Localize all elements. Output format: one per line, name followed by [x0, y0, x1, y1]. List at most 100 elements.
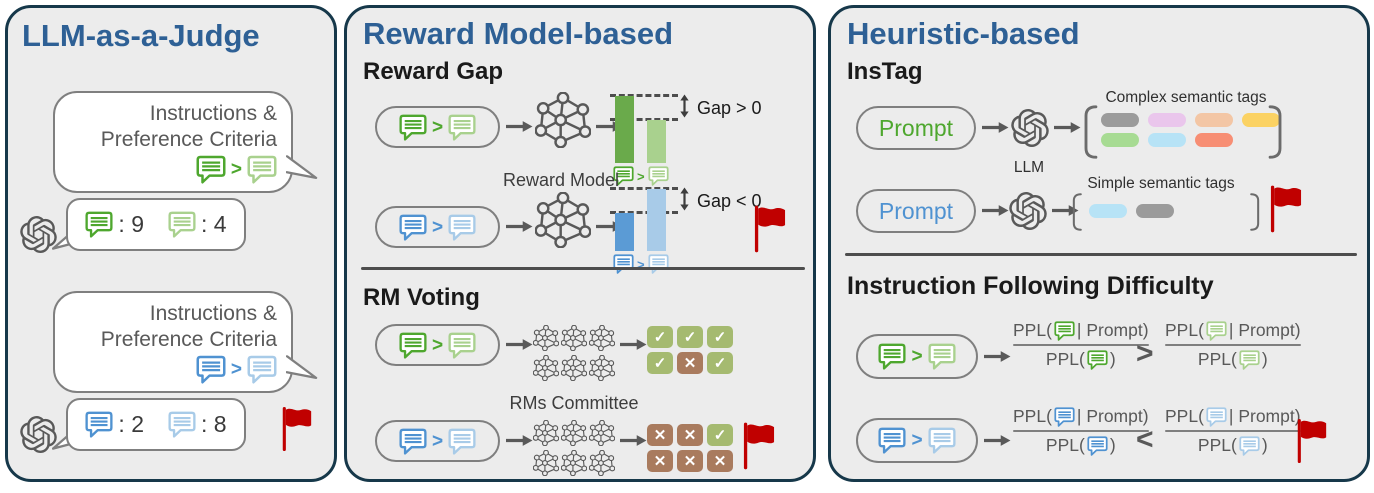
neural-network-icon: [561, 420, 587, 446]
ppl-fraction-chosen: PPL( | Prompt) PPL( ): [1013, 406, 1149, 456]
reward-bar-chosen: [615, 213, 634, 251]
fraction-bar: [1165, 344, 1301, 347]
instruction-text: Instructions & Preference Criteria: [101, 301, 277, 353]
gap-label-negative: Gap < 0: [697, 191, 762, 211]
panel-title: LLM-as-a-Judge: [22, 18, 260, 53]
greater-than-sign: >: [431, 116, 444, 138]
simple-tags-label: Simple semantic tags: [1087, 175, 1235, 192]
prompt-label: Prompt: [878, 114, 954, 141]
check-tile: ✓: [707, 326, 733, 348]
preference-pair-pill-blue: >: [856, 418, 978, 463]
red-flag-icon: [1295, 416, 1328, 466]
ppl-fraction-rejected: PPL( | Prompt) PPL( ): [1165, 406, 1301, 456]
simple-tag-row: [1089, 204, 1174, 218]
chat-icon: [648, 166, 669, 186]
fraction-bar: [1013, 344, 1149, 347]
gap-double-arrow-icon: [678, 94, 691, 118]
llm-label: LLM: [1013, 159, 1045, 176]
instruction-line-1: Instructions &: [149, 102, 277, 125]
chat-icon: [448, 428, 476, 455]
left-bracket-icon: [1071, 193, 1083, 231]
arrow-right-icon: [981, 121, 1009, 134]
arrow-right-icon: [1053, 121, 1081, 134]
prompt-label: Prompt: [878, 197, 954, 224]
red-flag-icon: [741, 420, 776, 472]
arrow-right-icon: [505, 434, 533, 447]
score-row: : 2 : 8: [68, 400, 244, 449]
panel-reward-model-based: Reward Model-based Reward Gap > Gap > 0 …: [344, 5, 816, 482]
chat-icon: [1206, 407, 1227, 427]
preference-pair-pill-green: >: [375, 324, 500, 366]
neural-network-icon: [561, 450, 587, 476]
score-chosen: : 9: [118, 211, 144, 237]
semantic-tag-gray: [1136, 204, 1174, 218]
chat-icon: [448, 114, 476, 141]
semantic-tag-salmon: [1195, 133, 1233, 147]
chat-icon: [399, 114, 427, 141]
ppl-fraction-chosen: PPL( | Prompt) PPL( ): [1013, 320, 1149, 370]
section-divider: [845, 253, 1357, 256]
chat-icon: [168, 211, 196, 238]
greater-than-sign: >: [637, 168, 645, 184]
instruction-text: Instructions & Preference Criteria: [101, 101, 277, 153]
dashed-level-line: [610, 94, 678, 97]
left-bracket-icon: [1083, 105, 1098, 159]
semantic-tag-lightblue: [1148, 133, 1186, 147]
panel-title: Reward Model-based: [363, 16, 674, 51]
dashed-level-line: [610, 211, 678, 214]
panel-heuristic-based: Heuristic-based InsTag Prompt Complex se…: [828, 5, 1370, 482]
chat-icon: [196, 155, 226, 184]
semantic-tag-gray: [1101, 113, 1139, 127]
gap-double-arrow-icon: [678, 187, 691, 211]
semantic-tag-lightblue: [1089, 204, 1127, 218]
neural-network-icon: [533, 325, 559, 351]
vote-row: ✓✓✓: [647, 326, 733, 348]
reward-bar-rejected: [647, 189, 666, 251]
greater-than-sign: >: [230, 359, 242, 380]
red-flag-icon: [280, 404, 313, 454]
fraction-denominator: PPL( ): [1197, 349, 1268, 370]
fraction-numerator: PPL( | Prompt): [1013, 406, 1149, 426]
red-flag-icon: [752, 203, 787, 255]
chat-icon: [399, 332, 427, 359]
vote-row: ✕✕✕: [647, 450, 733, 472]
chat-icon: [196, 355, 226, 384]
section-heading-instag: InsTag: [847, 58, 923, 85]
bar-legend-green: >: [613, 166, 669, 186]
chat-icon: [928, 343, 956, 370]
chat-icon: [928, 427, 956, 454]
score-rejected: : 4: [201, 211, 227, 237]
panel-title: Heuristic-based: [847, 16, 1080, 51]
semantic-tag-yellow: [1242, 113, 1280, 127]
preference-pair-green: >: [196, 155, 277, 184]
right-bracket-icon: [1249, 193, 1261, 231]
complex-tag-row-1: [1101, 113, 1280, 127]
reward-model-label: Reward Model: [502, 170, 620, 190]
arrow-right-icon: [505, 338, 533, 351]
comparison-less: <: [1136, 423, 1154, 456]
arrow-right-icon: [981, 204, 1009, 217]
chat-icon: [247, 355, 277, 384]
chat-icon: [613, 254, 634, 274]
chat-icon: [1206, 321, 1227, 341]
fraction-bar: [1165, 430, 1301, 433]
bar-legend-blue: >: [613, 254, 669, 274]
chat-icon: [448, 214, 476, 241]
comparison-greater: >: [1136, 337, 1154, 370]
chat-icon: [878, 427, 906, 454]
arrow-right-icon: [619, 338, 647, 351]
neural-network-icon: [589, 325, 615, 351]
section-heading-rm-voting: RM Voting: [363, 284, 480, 311]
fraction-numerator: PPL( | Prompt): [1013, 320, 1149, 340]
chat-icon: [1239, 436, 1260, 456]
bubble-tail-icon: [286, 355, 318, 380]
chat-icon: [399, 214, 427, 241]
dashed-level-line: [610, 118, 678, 121]
neural-network-icon: [561, 355, 587, 381]
preference-pair-pill-green: >: [375, 106, 500, 148]
chat-icon: [247, 155, 277, 184]
greater-than-sign: >: [637, 256, 645, 272]
neural-network-icon: [535, 92, 591, 148]
neural-network-icon: [533, 450, 559, 476]
chat-icon: [448, 332, 476, 359]
